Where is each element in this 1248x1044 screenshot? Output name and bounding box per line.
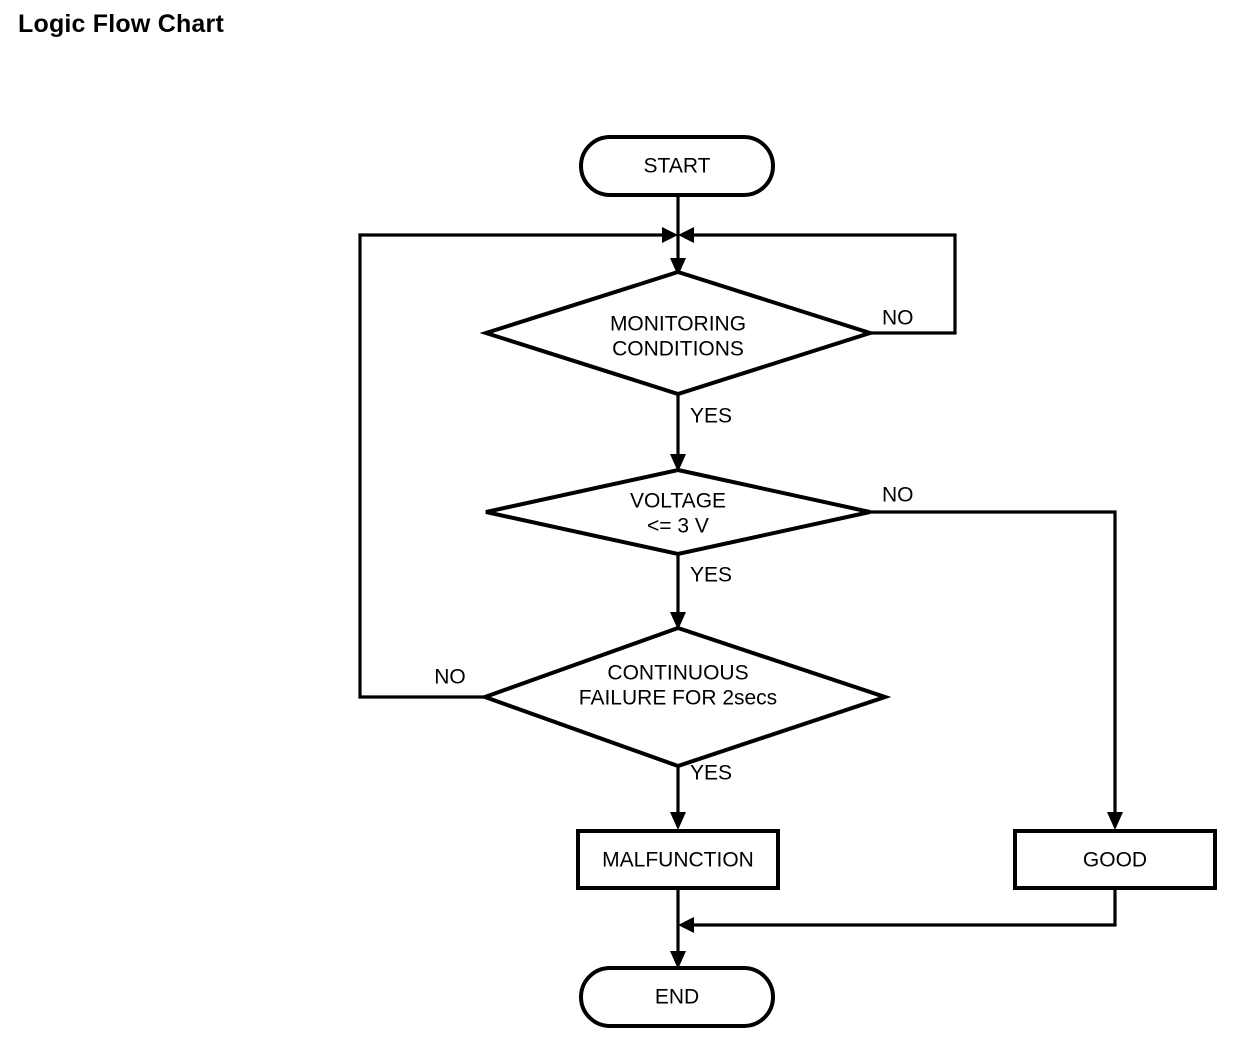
arrowhead-into-end [670, 951, 686, 969]
edge-label-monitoring-yes: YES [690, 405, 732, 428]
end-shape [579, 966, 775, 1028]
arrowhead-into-voltage [670, 454, 686, 472]
monitoring-label-line1: MONITORING [610, 313, 746, 336]
edge-label-continuous-yes: YES [690, 762, 732, 785]
arrowhead-merge-left [678, 917, 694, 933]
node-malfunction[interactable]: MALFUNCTION [576, 829, 780, 890]
good-label: GOOD [1083, 849, 1147, 872]
good-shape [1013, 829, 1217, 890]
arrowhead-loopback-left [662, 227, 678, 243]
arrowhead-into-monitoring [670, 258, 686, 276]
voltage-label-line1: VOLTAGE [630, 490, 726, 513]
edge-label-continuous-no: NO [434, 666, 466, 689]
continuous-label-line2: FAILURE FOR 2secs [579, 687, 777, 710]
malfunction-label: MALFUNCTION [602, 849, 754, 872]
malfunction-shape [576, 829, 780, 890]
arrowhead-into-continuous [670, 612, 686, 630]
node-monitoring-conditions[interactable]: MONITORING CONDITIONS [479, 269, 877, 397]
end-label: END [655, 986, 699, 1009]
monitoring-label-line2: CONDITIONS [612, 338, 744, 361]
node-good[interactable]: GOOD [1013, 829, 1217, 890]
node-start[interactable]: START [579, 135, 775, 197]
edge-label-voltage-no: NO [882, 484, 914, 507]
edge-good-to-merge [692, 888, 1117, 927]
node-end[interactable]: END [579, 966, 775, 1028]
edge-label-monitoring-no: NO [882, 307, 914, 330]
continuous-label-line1: CONTINUOUS [607, 662, 748, 685]
edge-continuous-no-loopback [358, 233, 664, 699]
node-voltage[interactable]: VOLTAGE <= 3 V [485, 467, 871, 557]
arrowhead-loopback-right [678, 227, 694, 243]
voltage-label-line2: <= 3 V [647, 515, 709, 538]
start-label: START [644, 155, 711, 178]
node-continuous-failure[interactable]: CONTINUOUS FAILURE FOR 2secs [479, 625, 892, 769]
edge-label-voltage-yes: YES [690, 564, 732, 587]
page-title: Logic Flow Chart [18, 10, 224, 38]
edge-voltage-no-to-good [870, 510, 1117, 816]
arrowhead-into-malfunction [670, 812, 686, 830]
arrowhead-into-good [1107, 812, 1123, 830]
edge-monitoring-no-loopback [692, 233, 957, 335]
